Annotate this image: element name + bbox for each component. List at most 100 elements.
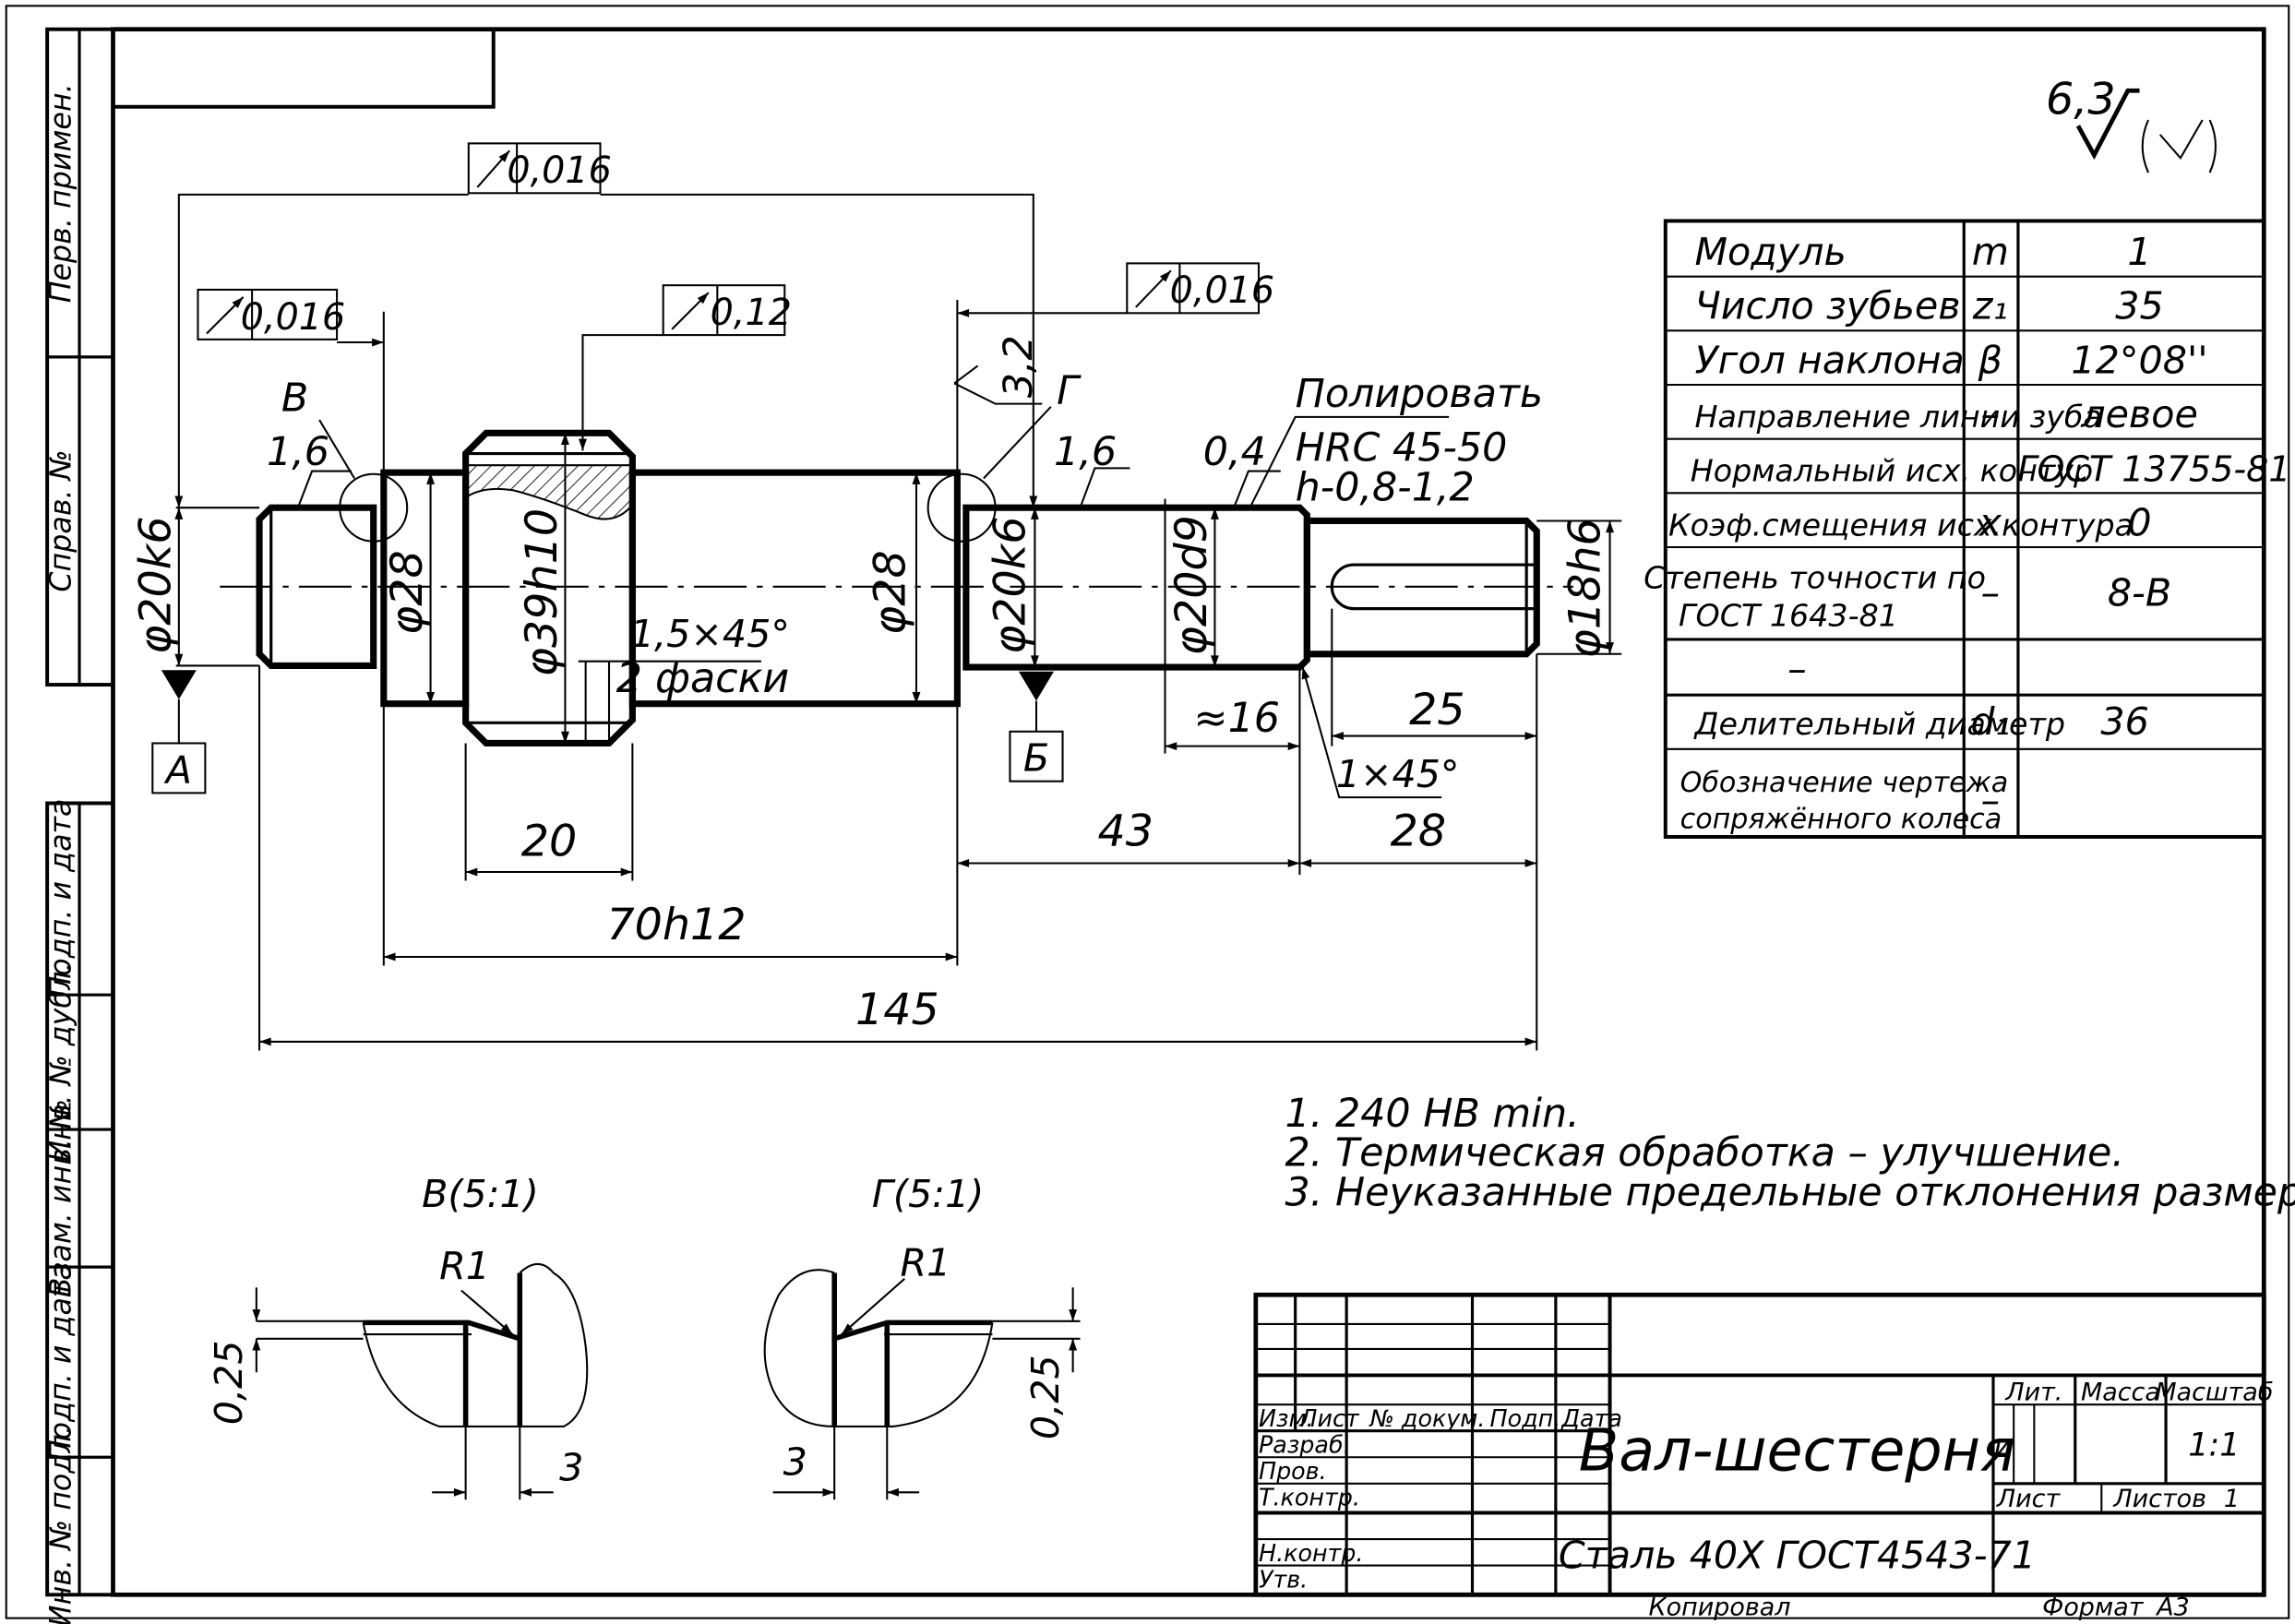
dim-end-length: 28 xyxy=(1391,806,1447,856)
detail-callouts: В Г xyxy=(281,368,1082,543)
tb-copied: Копировал xyxy=(1649,1593,1791,1621)
tb-sheets-value: 1 xyxy=(2224,1485,2240,1513)
tb-material: Сталь 40Х ГОСТ4543-71 xyxy=(1559,1534,2036,1578)
gear-row-symbol: – xyxy=(1980,570,2000,615)
callout-g: Г xyxy=(1057,368,1082,414)
gear-row-symbol: – xyxy=(1980,392,2000,436)
note-polish: Полировать xyxy=(1296,371,1543,417)
gear-row-label-line2: сопряжённого колеса xyxy=(1680,803,2002,835)
margin-label-vzam-inv: Взам. инв. № xyxy=(45,1099,78,1297)
tb-row-prov: Пров. xyxy=(1259,1457,1327,1485)
dimension-texts: φ20k6 φ28 φ39h10 φ28 φ20k6 φ20d9 φ18h6 2… xyxy=(130,508,1610,1035)
datum-b: Б xyxy=(1009,671,1064,782)
tb-col-list: Лист xyxy=(1298,1404,1359,1432)
outer-border xyxy=(5,5,2290,1619)
detail-view-g: Г(5:1) R1 0,25 3 xyxy=(763,1172,1081,1500)
tb-row-nkontr: Н.контр. xyxy=(1259,1539,1363,1567)
tb-sheets-label: Листов xyxy=(2112,1485,2206,1513)
runout-frame-right: 0,016 xyxy=(956,262,1274,473)
margin-label-inv-dubl: Инв. № дубл. xyxy=(45,962,78,1163)
tb-lit-value: и xyxy=(1994,1430,2014,1463)
polish-note: Полировать HRC 45-50 h-0,8-1,2 xyxy=(1250,371,1543,510)
runout-right-value: 0,016 xyxy=(1170,269,1274,312)
general-roughness-value: 6,3 xyxy=(2046,75,2116,125)
dim-gear-width: 20 xyxy=(521,817,578,867)
dim-right-step: φ20d9 xyxy=(1166,515,1217,655)
gear-row-label: – xyxy=(1787,647,1807,691)
tb-scale-header: Масштаб xyxy=(2155,1378,2273,1406)
left-margin-strips xyxy=(45,27,115,1597)
gear-row-symbol: x xyxy=(1978,500,2002,544)
margin-label-podp-data-2: Подп. и дата xyxy=(45,1262,78,1462)
top-left-stamp-box xyxy=(111,27,496,109)
dim-d9-length: ≈16 xyxy=(1193,695,1280,742)
detail-g-width: 3 xyxy=(783,1439,807,1484)
gear-row-symbol: β xyxy=(1978,338,2002,382)
roughness-right-journal: 1,6 xyxy=(1054,429,1117,475)
tb-scale-value: 1:1 xyxy=(2188,1427,2240,1464)
datum-a: А xyxy=(151,670,207,794)
tb-col-doc: № докум. xyxy=(1369,1404,1486,1432)
runout-frame-gear: 0,12 xyxy=(579,284,792,451)
detail-view-v: В(5:1) R1 0,25 3 xyxy=(207,1172,589,1500)
gear-row-value: 0 xyxy=(2127,500,2151,544)
gear-row-label: Число зубьев xyxy=(1695,284,1961,328)
dim-right-length: 43 xyxy=(1097,806,1153,856)
left-journal xyxy=(256,504,377,670)
tb-format-value: А3 xyxy=(2155,1593,2190,1621)
general-roughness-symbol: 6,3 xyxy=(2046,75,2217,173)
gear-row-symbol: z₁ xyxy=(1972,284,2008,328)
runout-left-value: 0,016 xyxy=(241,296,345,339)
surface-roughness-marks: 1,6 1,6 0,4 3,2 xyxy=(267,335,1281,510)
callout-v: В xyxy=(281,376,308,422)
runout-frame-top: 0,016 xyxy=(174,142,1038,508)
gear-row-label: Направление линии зуба xyxy=(1695,399,2102,435)
detail-g-title: Г(5:1) xyxy=(872,1172,984,1216)
dim-total-length: 145 xyxy=(855,985,939,1035)
gear-table-rows: Модуль m 1 Число зубьев z₁ 35 Угол накло… xyxy=(1644,230,2290,835)
gear-row-label-line2: ГОСТ 1643-81 xyxy=(1679,598,1898,634)
runout-gear-value: 0,12 xyxy=(711,292,792,334)
runout-top-value: 0,016 xyxy=(507,149,611,192)
note-hardness: HRC 45-50 xyxy=(1296,424,1508,471)
dim-gear-chamfer-note: 2 фаски xyxy=(616,655,790,702)
detail-g-step: 0,25 xyxy=(1023,1355,1068,1439)
tb-col-data: Дата xyxy=(1560,1404,1622,1432)
dim-left-shoulder: φ28 xyxy=(382,550,433,635)
detail-v-step: 0,25 xyxy=(207,1340,251,1425)
detail-v-title: В(5:1) xyxy=(422,1172,539,1216)
tb-row-tkontr: Т.контр. xyxy=(1259,1484,1360,1511)
technical-requirements: 1. 240 HB min. 2. Термическая обработка … xyxy=(1285,1091,2295,1216)
dim-middle-body: φ28 xyxy=(865,550,915,635)
dim-shoulder-span: 70h12 xyxy=(606,900,746,950)
dim-right-journal: φ20k6 xyxy=(985,516,1035,654)
tb-col-podp: Подп. xyxy=(1490,1404,1561,1432)
tb-lit-header: Лит. xyxy=(2004,1378,2062,1406)
title-block-grid xyxy=(1253,1292,2266,1597)
gear-row-symbol: m xyxy=(1972,230,2009,274)
gear-row-label: Степень точности по xyxy=(1644,559,1986,595)
tb-mass-header: Масса xyxy=(2081,1378,2160,1406)
margin-label-sprav-no: Справ. № xyxy=(45,449,78,591)
tb-col-izm: Изм. xyxy=(1259,1404,1314,1432)
margin-label-podp-data-1: Подп. и дата xyxy=(45,799,78,998)
right-journal xyxy=(962,504,1310,671)
tb-part-name: Вал-шестерня xyxy=(1579,1416,2015,1485)
datum-b-letter: Б xyxy=(1023,736,1049,781)
roughness-left-journal: 1,6 xyxy=(267,429,329,475)
gear-row-label: Делительный диаметр xyxy=(1693,706,2066,742)
keyway-slot xyxy=(1330,563,1537,611)
dim-gear-chamfer: 1,5×45° xyxy=(630,612,790,656)
dim-keyway-length: 25 xyxy=(1409,685,1465,735)
dim-chamfer-end: 1×45° xyxy=(1336,752,1460,796)
gear-row-symbol: – xyxy=(1980,779,2000,823)
gear-row-label: Модуль xyxy=(1695,230,1847,274)
tech-note-3: 3. Неуказанные предельные отклонения раз… xyxy=(1285,1170,2295,1216)
tb-row-utv: Утв. xyxy=(1259,1565,1308,1593)
dim-end-step: φ18h6 xyxy=(1560,518,1610,658)
gear-row-symbol: d₁ xyxy=(1970,699,2010,744)
gear-row-value: ГОСТ 13755-81 xyxy=(2017,449,2290,490)
detail-g-radius: R1 xyxy=(901,1241,951,1285)
gear-row-value: 12°08'' xyxy=(2071,338,2207,382)
gear-row-value: 35 xyxy=(2115,284,2163,328)
